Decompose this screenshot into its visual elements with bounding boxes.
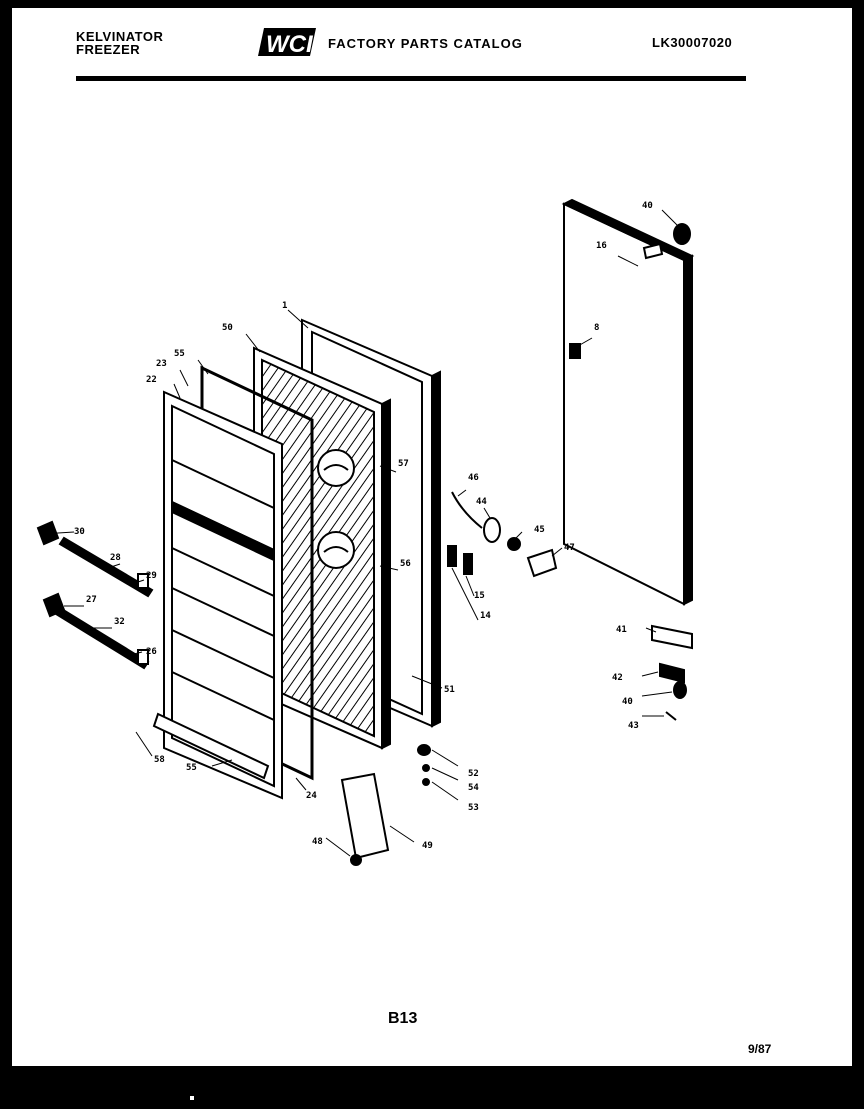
callout-55-lower: 55 — [186, 763, 197, 773]
shelf-bars — [36, 520, 154, 670]
inner-door-liner — [163, 390, 283, 800]
callout-45: 45 — [534, 525, 545, 535]
lower-hinge-parts — [651, 624, 693, 721]
callout-40: 40 — [642, 201, 653, 211]
callout-53: 53 — [468, 803, 479, 813]
callout-32: 32 — [114, 617, 125, 627]
outer-door-panel — [561, 198, 695, 606]
callout-55: 55 — [174, 349, 185, 359]
catalog-page: KELVINATOR FREEZER WCI FACTORY PARTS CAT… — [12, 8, 852, 1066]
callout-47: 47 — [564, 543, 575, 553]
callout-16: 16 — [596, 241, 607, 251]
callout-22: 22 — [146, 375, 157, 385]
callout-48: 48 — [312, 837, 323, 847]
catalog-date: 9/87 — [748, 1042, 772, 1056]
callout-42: 42 — [612, 673, 623, 683]
callout-46: 46 — [468, 473, 479, 483]
callout-56: 56 — [400, 559, 411, 569]
callout-8: 8 — [594, 323, 599, 333]
callout-14: 14 — [480, 611, 491, 621]
callout-57: 57 — [398, 459, 409, 469]
callout-43: 43 — [628, 721, 639, 731]
callout-49: 49 — [422, 841, 433, 851]
scan-mark — [190, 1096, 194, 1100]
brand-name: KELVINATOR — [76, 29, 164, 44]
callout-40-lower: 40 — [622, 697, 633, 707]
header-brand: KELVINATOR FREEZER — [76, 30, 163, 56]
model-code: LK30007020 — [652, 35, 733, 50]
exploded-parts-diagram: 40 16 1 50 55 23 22 8 57 46 44 45 47 30 … — [36, 198, 695, 866]
callout-50: 50 — [222, 323, 233, 333]
panel-labels — [317, 449, 355, 569]
product-type: FREEZER — [76, 42, 141, 57]
callout-26: 26 — [146, 647, 157, 657]
callout-51: 51 — [444, 685, 455, 695]
leader-lines — [41, 209, 679, 857]
callout-1: 1 — [282, 301, 287, 311]
page-identifier: B13 — [388, 1010, 418, 1027]
latch-assembly — [447, 491, 558, 578]
callout-54: 54 — [468, 783, 479, 793]
callout-23: 23 — [156, 359, 167, 369]
wci-logo: WCI — [258, 28, 316, 58]
callout-15: 15 — [474, 591, 485, 601]
catalog-title: FACTORY PARTS CATALOG — [328, 36, 523, 51]
logo-text: WCI — [266, 31, 314, 58]
callout-44: 44 — [476, 497, 487, 507]
callout-58: 58 — [154, 755, 165, 765]
callout-52: 52 — [468, 769, 479, 779]
callout-24: 24 — [306, 791, 317, 801]
upper-hinge-parts — [673, 223, 691, 245]
header-rule — [76, 76, 746, 81]
bottom-trim — [152, 712, 270, 780]
callout-28: 28 — [110, 553, 121, 563]
callout-41: 41 — [616, 625, 627, 635]
bottom-parts — [340, 744, 431, 866]
callout-27: 27 — [86, 595, 97, 605]
callout-labels: 40 16 1 50 55 23 22 8 57 46 44 45 47 30 … — [74, 201, 653, 851]
callout-29: 29 — [146, 571, 157, 581]
callout-30: 30 — [74, 527, 85, 537]
